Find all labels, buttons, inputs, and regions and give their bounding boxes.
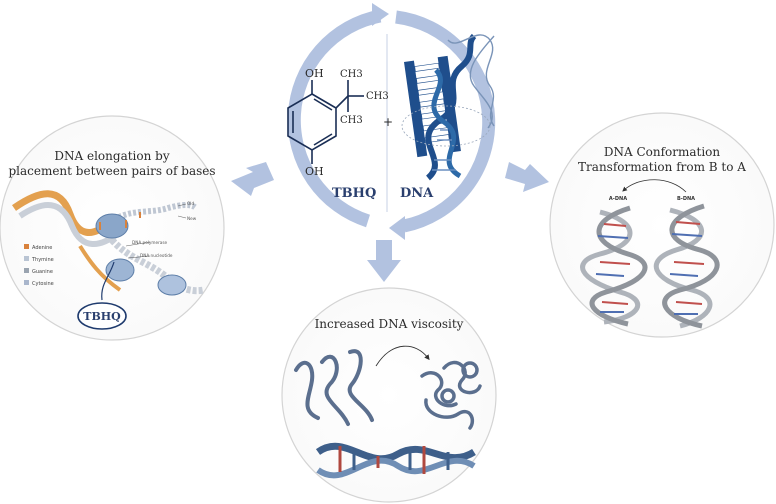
arrow-to-right-panel [505,162,549,192]
legend-swatch-guanine [24,268,29,273]
left-title-line1: DNA elongation by [54,149,169,163]
tbhq-molecule [287,80,364,164]
a-dna-helix [580,205,648,327]
center-cycle: OH OH CH3 CH3 CH3 + [287,3,496,240]
legend-guanine: Guanine [32,269,53,275]
arrow-to-bottom-panel [367,240,401,282]
a-dna-label: A-DNA [609,196,627,202]
compaction-arrow [375,345,430,367]
center-label-tbhq: TBHQ [332,186,376,201]
bottom-title: Increased DNA viscosity [315,317,464,331]
legend-swatch-thymine [24,256,29,261]
legend-adenine: Adenine [32,245,52,251]
cycle-arc-right [395,10,496,233]
arrow-to-left-panel [231,162,274,196]
tbhq-oh-bottom: OH [305,165,324,178]
badge-connector [101,261,115,301]
panel-dna-elongation: DNA elongation by placement between pair… [0,115,225,341]
left-title-line2: placement between pairs of bases [8,164,215,178]
tbhq-badge [77,302,127,330]
panel-dna-conformation: DNA Conformation Transformation from B t… [549,112,775,338]
b-dna-helix [653,203,720,329]
annotation-polymerase: DNA polymerase [132,240,168,245]
center-label-dna: DNA [400,186,434,201]
cycle-arc-left [287,9,382,228]
legend-swatch-adenine [24,244,29,249]
b-to-a-arrow [622,179,687,193]
right-title-line2: Transformation from B to A [578,160,746,174]
legend-thymine: Thymine [31,257,54,263]
cycle-arrowhead-bottom [389,216,405,240]
compacted-dna [420,360,482,430]
tbhq-badge-label: TBHQ [83,310,121,323]
plus-sign: + [383,115,393,129]
base-legend: Adenine Thymine Guanine Cytosine [24,244,54,287]
b-dna-label: B-DNA [677,196,695,202]
legend-cytosine: Cytosine [32,281,54,287]
panel-dna-viscosity: Increased DNA viscosity [281,287,497,503]
dna-illustration-center [401,33,495,181]
annotation-nucleotide: DNA nucleotide [140,253,173,258]
replication-fork [12,190,205,296]
tbhq-ch3-low: CH3 [340,115,363,126]
linear-dna-strands [294,349,374,426]
tbhq-oh-top: OH [305,67,324,80]
bottom-double-helix [315,442,476,479]
tbhq-ch3-right: CH3 [366,91,389,102]
annotation-new: New [187,216,197,221]
right-title-line1: DNA Conformation [604,145,721,159]
cycle-arrowhead-top [372,3,389,26]
annotation-old: Old [187,201,194,206]
tbhq-ch3-top: CH3 [340,69,363,80]
legend-swatch-cytosine [24,280,29,285]
